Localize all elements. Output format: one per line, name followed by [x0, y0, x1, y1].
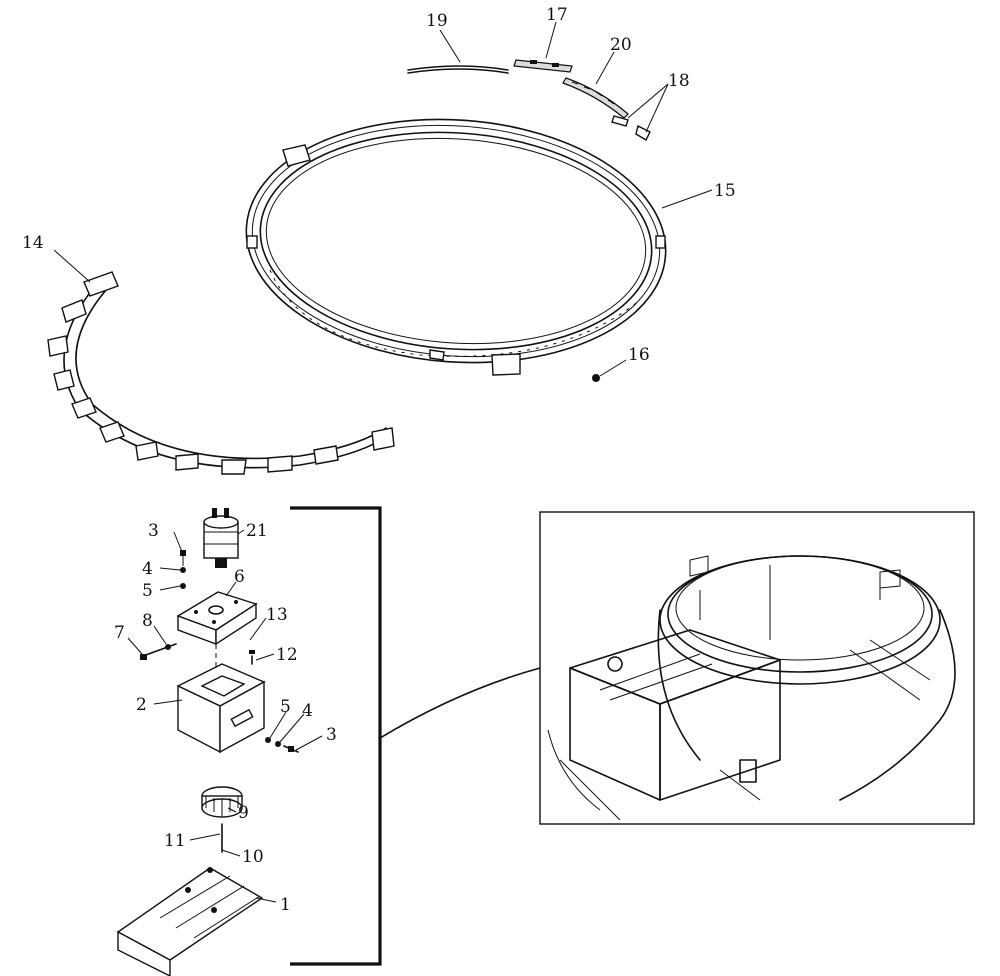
callout-4-side: 4 [302, 701, 313, 721]
callout-4-upper: 4 [142, 559, 153, 579]
part-20-strip [562, 77, 629, 119]
callout-5-upper: 5 [142, 581, 153, 601]
callout-9: 9 [238, 803, 249, 823]
callout-labels: 19 17 20 18 15 16 14 21 3 4 5 6 7 8 13 1… [22, 5, 736, 915]
assembly-bracket [290, 506, 541, 966]
callout-10: 10 [242, 847, 264, 867]
part-9-gear [201, 786, 243, 818]
callout-18: 18 [668, 71, 690, 91]
inset-assembly-view [539, 511, 975, 825]
parts-3-4-5-side-fasteners [265, 737, 299, 753]
callout-13: 13 [266, 605, 288, 625]
callout-20: 20 [610, 35, 632, 55]
part-18-clips [611, 115, 651, 141]
callout-1: 1 [280, 895, 291, 915]
callout-8: 8 [142, 611, 153, 631]
callout-12: 12 [276, 645, 298, 665]
part-2-housing [176, 663, 266, 754]
parts-3-4-5-upper-fasteners [180, 550, 186, 589]
part-14-chain [47, 271, 395, 475]
part-19-strip [407, 65, 509, 74]
callout-21: 21 [246, 521, 268, 541]
callout-11: 11 [164, 831, 186, 851]
part-1-base [116, 867, 264, 976]
callout-3-side: 3 [326, 725, 337, 745]
part-16-ball [592, 374, 600, 382]
callout-15: 15 [714, 181, 736, 201]
callout-2: 2 [136, 695, 147, 715]
callout-14: 14 [22, 233, 44, 253]
leader-lines [53, 21, 713, 903]
callout-16: 16 [628, 345, 650, 365]
parts-7-8-bolt [140, 643, 177, 660]
callout-7: 7 [114, 623, 125, 643]
callout-6: 6 [234, 567, 245, 587]
callout-5-side: 5 [280, 697, 291, 717]
parts-12-13-pin [249, 650, 255, 665]
callout-17: 17 [546, 5, 568, 25]
part-6-plate [176, 591, 258, 646]
callout-3-upper: 3 [148, 521, 159, 541]
callout-19: 19 [426, 11, 448, 31]
part-17-strip [513, 59, 573, 73]
part-21-motor [203, 508, 239, 568]
part-15-ring [245, 118, 667, 376]
